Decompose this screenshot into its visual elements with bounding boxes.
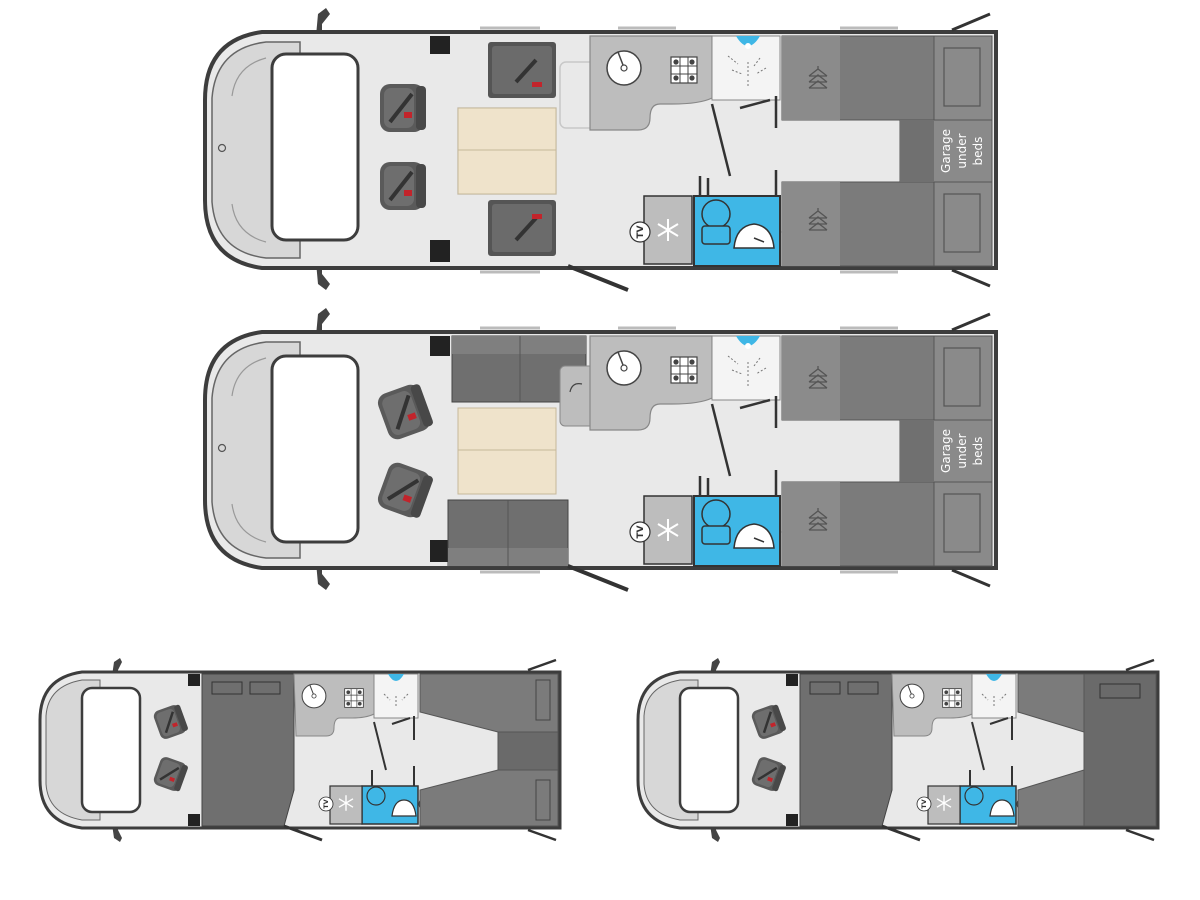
svg-text:beds: beds	[971, 137, 985, 166]
tv-icon: TV	[318, 796, 334, 812]
shower-icon	[986, 674, 1002, 681]
hob-icon	[344, 688, 364, 708]
svg-text:TV: TV	[323, 799, 330, 808]
floorplan-4: TV TV	[636, 658, 1160, 842]
bed-transverse	[201, 673, 295, 827]
seat-icon	[488, 42, 556, 98]
svg-text:under: under	[955, 133, 969, 168]
sink-icon	[899, 683, 925, 709]
door-icon	[567, 564, 629, 592]
toilet-icon	[701, 199, 731, 229]
svg-text:under: under	[955, 433, 969, 468]
mirror-top-icon	[316, 8, 330, 36]
sink-icon	[606, 350, 642, 386]
garage-label: Garage	[939, 429, 953, 473]
shower-icon	[736, 336, 760, 346]
shower-icon	[388, 674, 404, 681]
floorplan-1: TV TV Garage under beds	[203, 8, 998, 292]
fridge-snowflake-icon	[338, 795, 354, 811]
tv-icon: TV	[629, 521, 651, 543]
hob-icon	[670, 356, 698, 384]
floorplan-3: TV TV	[38, 658, 562, 842]
door-icon	[283, 824, 323, 842]
door-icon	[567, 264, 629, 292]
windscreen	[270, 52, 360, 242]
mirror-top-icon	[316, 308, 330, 336]
fridge	[927, 785, 961, 825]
windscreen	[270, 354, 360, 544]
basin-icon	[391, 799, 417, 817]
hob-icon	[670, 56, 698, 84]
basin-icon	[989, 799, 1015, 817]
door-icon	[881, 824, 921, 842]
floorplan-2: TV TV Garage under beds	[203, 308, 998, 592]
toilet-icon	[366, 786, 386, 806]
sink-icon	[606, 50, 642, 86]
table	[457, 407, 557, 451]
windscreen	[80, 686, 142, 814]
tv-icon: TV	[916, 796, 932, 812]
sink-icon	[301, 683, 327, 709]
seat-icon	[378, 82, 428, 134]
bed-transverse	[799, 673, 893, 827]
svg-text:TV: TV	[636, 225, 646, 238]
toilet-icon	[964, 786, 984, 806]
toilet-icon	[701, 499, 731, 529]
seat-icon	[488, 200, 556, 256]
seat-icon	[378, 160, 428, 212]
svg-text:TV: TV	[636, 525, 646, 538]
hob-icon	[942, 688, 962, 708]
shower-icon	[736, 36, 760, 46]
windscreen	[678, 686, 740, 814]
fridge-snowflake-icon	[657, 519, 679, 541]
svg-text:TV: TV	[921, 799, 928, 808]
table	[457, 107, 557, 151]
fridge-snowflake-icon	[657, 219, 679, 241]
svg-text:beds: beds	[971, 437, 985, 466]
fridge-snowflake-icon	[936, 795, 952, 811]
tv-icon: TV	[629, 221, 651, 243]
bed-rear	[1083, 673, 1157, 827]
garage-label: Garage	[939, 129, 953, 173]
